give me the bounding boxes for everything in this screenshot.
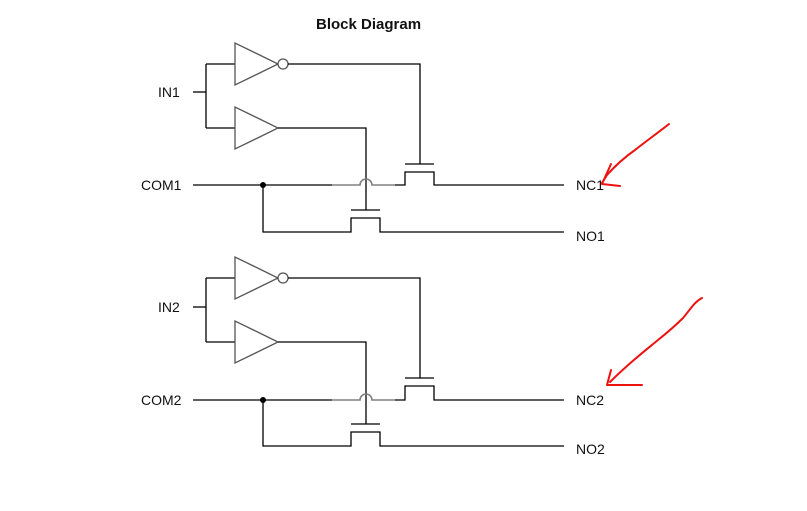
wire-crossover	[332, 393, 395, 401]
buffer-gate-icon	[234, 105, 280, 151]
arrow-shaft	[609, 297, 703, 383]
buffer-output-wire	[278, 341, 367, 424]
channel-2: IN2 COM2 NC2 NO2	[141, 255, 605, 457]
inverter-gate-icon	[234, 255, 280, 301]
arrow-head-icon	[601, 163, 621, 187]
annotation-arrow-nc1	[601, 123, 670, 187]
wire-crossover	[332, 178, 395, 186]
nc-switch-path	[395, 385, 564, 401]
no-switch-path	[262, 400, 564, 447]
inverter-gate-icon	[234, 41, 280, 87]
input-label-in1: IN1	[158, 84, 180, 100]
input-label-in2: IN2	[158, 299, 180, 315]
inverter-output-wire	[288, 63, 421, 164]
annotation-arrow-nc2	[606, 297, 703, 386]
arrow-shaft	[601, 123, 670, 184]
inverter-bubble-icon	[277, 272, 289, 284]
buffer-output-wire	[278, 127, 367, 210]
inverter-output-wire	[288, 277, 421, 378]
no-switch-path	[262, 185, 564, 233]
inverter-bubble-icon	[277, 58, 289, 70]
common-label-com1: COM1	[141, 177, 182, 193]
nc-label-nc2: NC2	[576, 392, 604, 408]
arrow-head-icon	[606, 369, 643, 386]
nc-label-nc1: NC1	[576, 177, 604, 193]
diagram-title: Block Diagram	[316, 16, 421, 33]
no-label-no2: NO2	[576, 441, 605, 457]
buffer-gate-icon	[234, 319, 280, 365]
common-label-com2: COM2	[141, 392, 182, 408]
channel-1: IN1 COM1 NC1 NO1	[141, 41, 605, 244]
nc-switch-path	[395, 171, 564, 186]
no-label-no1: NO1	[576, 228, 605, 244]
